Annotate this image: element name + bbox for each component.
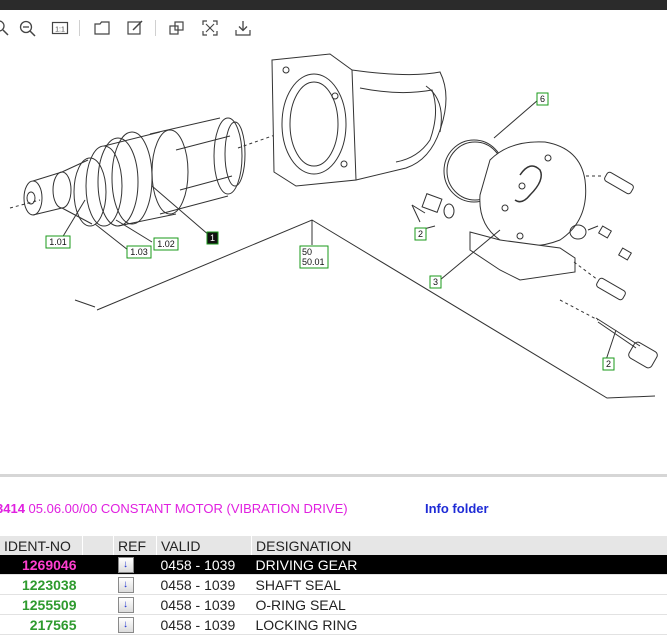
designation-cell: O-RING SEAL	[252, 595, 667, 615]
table-row[interactable]: 217565 ↓ 0458 - 1039 LOCKING RING	[0, 615, 667, 635]
table-row[interactable]: 1255509 ↓ 0458 - 1039 O-RING SEAL	[0, 595, 667, 615]
down-arrow-icon[interactable]: ↓	[118, 617, 134, 633]
table-row-selected[interactable]: 1269046 ↓ 0458 - 1039 DRIVING GEAR	[0, 555, 667, 575]
assembly-title: 3414 05.06.00/00 CONSTANT MOTOR (VIBRATI…	[0, 501, 348, 516]
designation-cell: DRIVING GEAR	[252, 555, 667, 575]
assembly-header: 3414 05.06.00/00 CONSTANT MOTOR (VIBRATI…	[0, 498, 667, 520]
toolbar-separator	[79, 20, 80, 36]
ref-cell: ↓	[114, 595, 157, 615]
column-header-designation[interactable]: DESIGNATION	[252, 536, 667, 555]
info-folder-link[interactable]: Info folder	[425, 501, 489, 516]
down-arrow-icon[interactable]: ↓	[118, 597, 134, 613]
callout-label: 6	[540, 94, 545, 104]
column-header-valid[interactable]: VALID	[157, 536, 252, 555]
blank-cell	[83, 615, 114, 635]
designation-cell: LOCKING RING	[252, 615, 667, 635]
ref-cell: ↓	[114, 615, 157, 635]
callout-label: 2	[418, 229, 423, 239]
down-arrow-icon[interactable]: ↓	[118, 577, 134, 593]
callout-label: 1.03	[130, 247, 148, 257]
blank-cell	[83, 575, 114, 595]
blank-cell	[83, 555, 114, 575]
assembly-number: 3414	[0, 501, 25, 516]
ref-cell: ↓	[114, 555, 157, 575]
callout-label: 50	[302, 247, 312, 257]
callout-label: 3	[433, 277, 438, 287]
exploded-parts-drawing: 1.01 1.03 1.02 1 50 50.01 2 3 6 2	[0, 44, 667, 474]
ident-no-cell: 1223038	[0, 575, 83, 595]
valid-cell: 0458 - 1039	[157, 575, 252, 595]
column-header-ref[interactable]: REF	[114, 536, 157, 555]
zoom-in-icon[interactable]	[0, 19, 10, 37]
panel-divider[interactable]	[0, 474, 667, 477]
parts-diagram-svg: 1.01 1.03 1.02 1 50 50.01 2 3 6 2	[0, 44, 667, 474]
edit-icon[interactable]	[126, 19, 144, 37]
download-icon[interactable]	[234, 19, 252, 37]
parts-table: IDENT-NO REF VALID DESIGNATION 1269046 ↓…	[0, 536, 667, 635]
designation-cell: SHAFT SEAL	[252, 575, 667, 595]
viewer-toolbar: 1:1	[0, 10, 667, 44]
copy-icon[interactable]	[168, 19, 186, 37]
table-row[interactable]: 1223038 ↓ 0458 - 1039 SHAFT SEAL	[0, 575, 667, 595]
ident-no-cell: 1255509	[0, 595, 83, 615]
callout-label: 2	[606, 359, 611, 369]
ref-cell: ↓	[114, 575, 157, 595]
window-top-bar	[0, 0, 667, 10]
blank-cell	[83, 595, 114, 615]
valid-cell: 0458 - 1039	[157, 595, 252, 615]
actual-size-icon[interactable]: 1:1	[51, 19, 69, 37]
table-header-row: IDENT-NO REF VALID DESIGNATION	[0, 536, 667, 555]
svg-text:1:1: 1:1	[55, 27, 65, 34]
callout-label: 1.01	[49, 237, 67, 247]
zoom-out-icon[interactable]	[18, 19, 36, 37]
callout-label-selected: 1	[210, 233, 215, 243]
fit-screen-icon[interactable]	[201, 19, 219, 37]
open-folder-icon[interactable]	[93, 19, 111, 37]
callout-label: 1.02	[157, 239, 175, 249]
callout-label: 50.01	[302, 257, 325, 267]
ident-no-cell: 1269046	[0, 555, 83, 575]
ident-no-cell: 217565	[0, 615, 83, 635]
assembly-description: 05.06.00/00 CONSTANT MOTOR (VIBRATION DR…	[25, 501, 348, 516]
down-arrow-icon[interactable]: ↓	[118, 557, 134, 573]
column-header-ident-no[interactable]: IDENT-NO	[0, 536, 83, 555]
valid-cell: 0458 - 1039	[157, 555, 252, 575]
valid-cell: 0458 - 1039	[157, 615, 252, 635]
toolbar-separator	[155, 20, 156, 36]
column-header-blank	[83, 536, 114, 555]
